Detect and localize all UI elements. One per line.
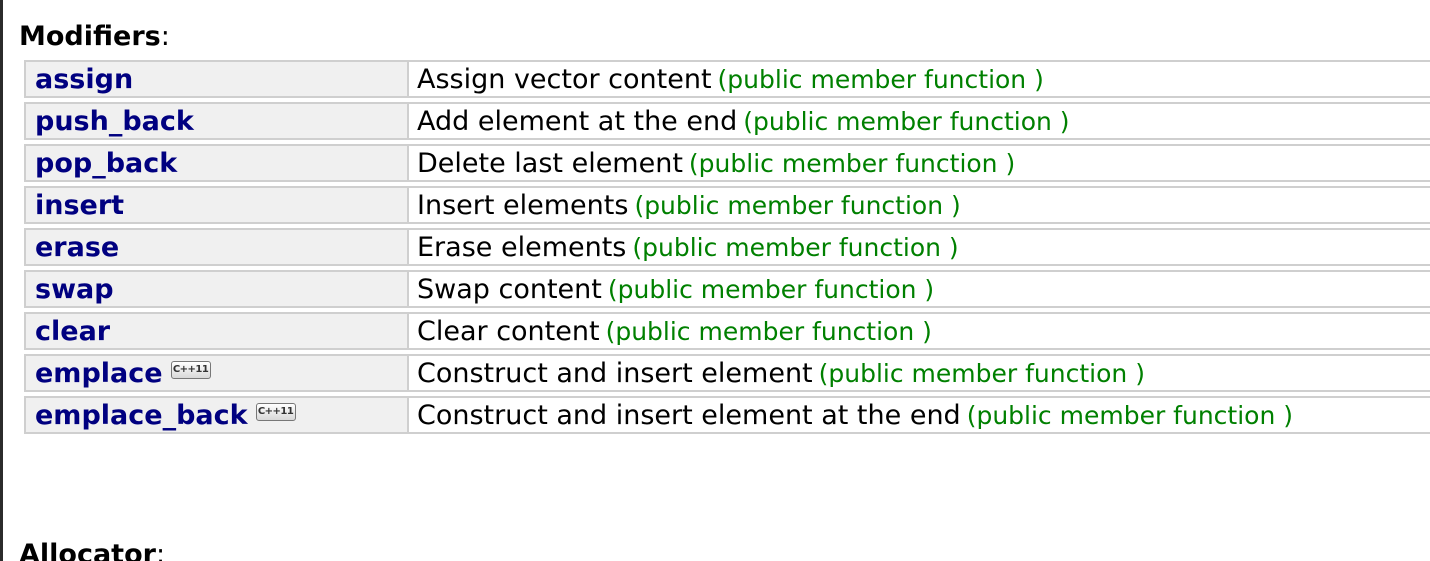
member-description: Assign vector content	[417, 63, 712, 95]
member-desc-cell: Add element at the end(public member fun…	[408, 102, 1430, 140]
member-name-cell: assign	[24, 60, 408, 98]
member-link-erase[interactable]: erase	[35, 231, 120, 263]
table-row: pop_back Delete last element(public memb…	[24, 144, 1430, 182]
member-kind: (public member function )	[743, 106, 1070, 136]
member-name-cell: push_back	[24, 102, 408, 140]
page-left-border	[0, 0, 3, 561]
member-desc-cell: Construct and insert element(public memb…	[408, 354, 1430, 392]
modifiers-table: assign Assign vector content(public memb…	[24, 56, 1430, 438]
member-description: Construct and insert element	[417, 357, 813, 389]
member-link-insert[interactable]: insert	[35, 189, 125, 221]
table-row: emplace_back C++11 Construct and insert e…	[24, 396, 1430, 434]
member-link-emplace[interactable]: emplace	[35, 357, 163, 389]
member-name-cell: pop_back	[24, 144, 408, 182]
member-description: Swap content	[417, 273, 602, 305]
member-name-cell: clear	[24, 312, 408, 350]
section-heading-allocator: Allocator:	[19, 538, 165, 561]
cpp11-badge-icon: C++11	[170, 361, 211, 379]
member-link-pop-back[interactable]: pop_back	[35, 147, 178, 179]
member-desc-cell: Erase elements(public member function )	[408, 228, 1430, 266]
table-row: clear Clear content(public member functi…	[24, 312, 1430, 350]
member-desc-cell: Assign vector content(public member func…	[408, 60, 1430, 98]
member-link-swap[interactable]: swap	[35, 273, 114, 305]
member-link-clear[interactable]: clear	[35, 315, 111, 347]
member-link-push-back[interactable]: push_back	[35, 105, 194, 137]
member-link-emplace-back[interactable]: emplace_back	[35, 399, 248, 431]
member-link-assign[interactable]: assign	[35, 63, 134, 95]
next-section-colon: :	[155, 539, 166, 561]
member-kind: (public member function )	[605, 316, 932, 346]
member-kind: (public member function )	[966, 400, 1294, 430]
member-kind: (public member function )	[818, 358, 1145, 388]
member-desc-cell: Delete last element(public member functi…	[408, 144, 1430, 182]
table-row: swap Swap content(public member function…	[24, 270, 1430, 308]
member-name-cell: emplace C++11	[24, 354, 408, 392]
table-row: emplace C++11 Construct and insert elemen…	[24, 354, 1430, 392]
member-description: Clear content	[417, 315, 600, 347]
member-name-cell: erase	[24, 228, 408, 266]
member-kind: (public member function )	[688, 148, 1016, 178]
member-name-cell: swap	[24, 270, 408, 308]
member-description: Insert elements	[417, 189, 629, 221]
member-description: Construct and insert element at the end	[417, 399, 961, 431]
next-section-title: Allocator	[19, 539, 156, 561]
member-kind: (public member function )	[634, 190, 961, 220]
table-row: push_back Add element at the end(public …	[24, 102, 1430, 140]
member-description: Add element at the end	[417, 105, 738, 137]
member-desc-cell: Clear content(public member function )	[408, 312, 1430, 350]
member-kind: (public member function )	[607, 274, 935, 304]
member-description: Delete last element	[417, 147, 683, 179]
member-description: Erase elements	[417, 231, 627, 263]
member-desc-cell: Swap content(public member function )	[408, 270, 1430, 308]
member-kind: (public member function )	[717, 64, 1044, 94]
table-row: erase Erase elements(public member funct…	[24, 228, 1430, 266]
member-name-cell: insert	[24, 186, 408, 224]
member-desc-cell: Construct and insert element at the end(…	[408, 396, 1430, 434]
table-row: assign Assign vector content(public memb…	[24, 60, 1430, 98]
cpp11-badge-icon: C++11	[255, 403, 296, 421]
member-name-cell: emplace_back C++11	[24, 396, 408, 434]
member-kind: (public member function )	[632, 232, 959, 262]
table-row: insert Insert elements(public member fun…	[24, 186, 1430, 224]
section-title: Modifiers	[19, 21, 161, 52]
section-colon: :	[160, 21, 170, 52]
section-heading-modifiers: Modifiers:	[19, 20, 170, 54]
member-desc-cell: Insert elements(public member function )	[408, 186, 1430, 224]
